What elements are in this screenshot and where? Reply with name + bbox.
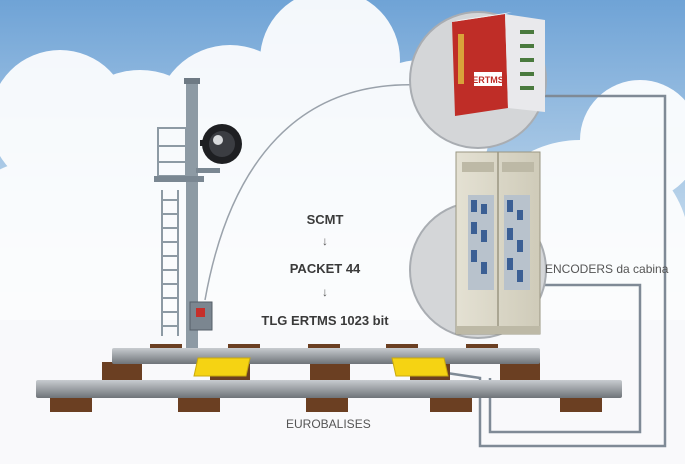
cable-cabinet (488, 283, 642, 434)
flow-arrow-2: ↓ (322, 285, 328, 299)
eurobalises-label: EUROBALISES (286, 417, 371, 431)
encoders-label: ENCODERS da cabina (545, 262, 669, 276)
flow-step-scmt: SCMT (306, 212, 344, 227)
signal-light-icon (200, 124, 242, 164)
flow-step-packet: PACKET 44 (289, 261, 361, 276)
cable-top-encoder (439, 94, 667, 448)
signal-link-curve (204, 84, 421, 301)
signal-box-icon (189, 301, 213, 331)
encoder-brand-label: ERTMS (472, 75, 504, 85)
cable-lines (439, 94, 667, 448)
equipment-cabinet-icon (455, 151, 541, 335)
encoder-unit-icon: ERTMS (452, 12, 545, 116)
signal-mast (154, 78, 220, 350)
flow-arrow-1: ↓ (322, 234, 328, 248)
flow-step-tlg: TLG ERTMS 1023 bit (261, 313, 389, 328)
balise-icon (193, 357, 449, 377)
